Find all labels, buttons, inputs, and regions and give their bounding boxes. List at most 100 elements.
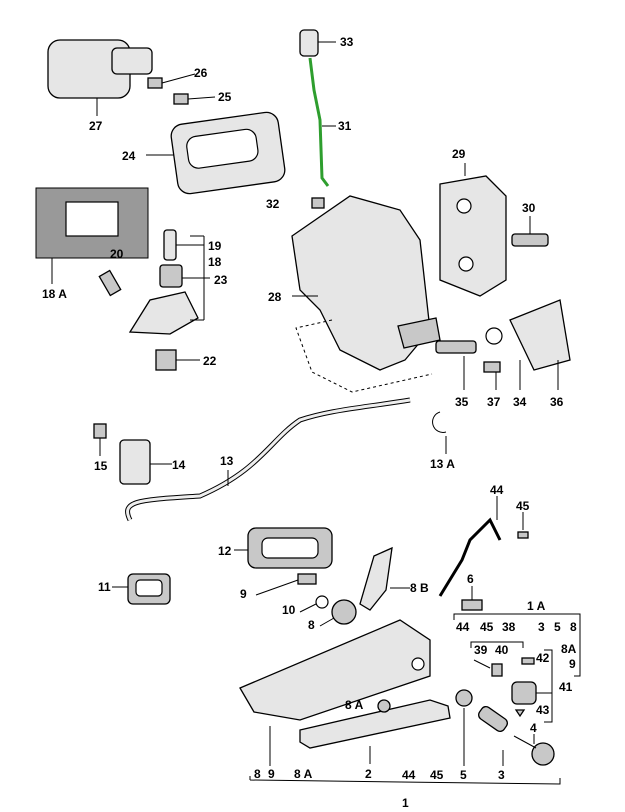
label-2: 2 bbox=[365, 767, 372, 781]
label-19: 19 bbox=[208, 239, 222, 253]
part-10-washer bbox=[299, 595, 329, 613]
part-8a-nut bbox=[377, 699, 391, 713]
label-18a: 18 A bbox=[42, 287, 67, 301]
label-25: 25 bbox=[218, 90, 232, 104]
label-8b: 8 B bbox=[410, 581, 429, 595]
label-4: 4 bbox=[530, 721, 537, 735]
label-1a: 1 A bbox=[527, 599, 546, 613]
part-18-lever bbox=[128, 291, 199, 335]
part-25-clip bbox=[173, 93, 216, 105]
label-9: 9 bbox=[240, 587, 247, 601]
label-1a-45: 45 bbox=[480, 620, 494, 634]
label-45-top: 45 bbox=[516, 499, 530, 513]
part-24-handle-bowl bbox=[146, 111, 286, 195]
label-1a-44: 44 bbox=[456, 620, 470, 634]
part-27-cover bbox=[47, 39, 153, 116]
label-12: 12 bbox=[218, 544, 232, 558]
part-18a-foam-pad bbox=[35, 187, 149, 284]
label-31: 31 bbox=[338, 119, 352, 133]
part-13a-clip bbox=[432, 411, 447, 454]
label-44-top: 44 bbox=[490, 483, 504, 497]
label-1-45: 45 bbox=[430, 768, 444, 782]
part-23-spring bbox=[159, 264, 210, 288]
part-33-knob bbox=[299, 29, 336, 57]
part-5-bezel bbox=[455, 689, 473, 766]
part-19-pin bbox=[163, 229, 204, 261]
label-41: 41 bbox=[559, 680, 573, 694]
label-1: 1 bbox=[402, 796, 409, 810]
label-42: 42 bbox=[536, 651, 550, 665]
part-44-linkage bbox=[438, 496, 502, 597]
label-43: 43 bbox=[536, 703, 550, 717]
label-18: 18 bbox=[208, 255, 222, 269]
part-6-screw bbox=[461, 586, 483, 611]
part-8b-lever bbox=[359, 546, 410, 611]
part-22-nut bbox=[155, 349, 200, 371]
part-34-ring bbox=[485, 327, 521, 390]
part-11-gasket bbox=[112, 573, 171, 605]
label-33: 33 bbox=[340, 35, 354, 49]
label-27: 27 bbox=[89, 119, 103, 133]
label-1a-5: 5 bbox=[554, 620, 561, 634]
part-45-clip bbox=[517, 512, 529, 539]
part-20-screw bbox=[98, 269, 122, 297]
label-3: 3 bbox=[498, 768, 505, 782]
part-42-spring bbox=[521, 657, 535, 665]
part-4-key bbox=[513, 734, 555, 766]
part-8-bushing bbox=[319, 599, 357, 627]
part-12-gasket bbox=[234, 527, 333, 569]
label-34: 34 bbox=[513, 395, 527, 409]
label-1a-38: 38 bbox=[502, 620, 516, 634]
part-39-key bbox=[473, 659, 503, 677]
label-15: 15 bbox=[94, 459, 108, 473]
part-43-pin bbox=[514, 709, 526, 718]
part-31-rod bbox=[308, 57, 336, 187]
label-1a-9: 9 bbox=[569, 657, 576, 671]
label-6: 6 bbox=[467, 572, 474, 586]
label-1a-8a: 8A bbox=[561, 642, 577, 656]
label-30: 30 bbox=[522, 201, 536, 215]
bracket-lines bbox=[190, 235, 581, 785]
part-13-cable bbox=[125, 397, 411, 522]
label-13a: 13 A bbox=[430, 457, 455, 471]
label-14: 14 bbox=[172, 458, 186, 472]
part-14-clip bbox=[119, 439, 172, 485]
part-41-housing bbox=[511, 681, 552, 705]
label-13: 13 bbox=[220, 454, 234, 468]
label-32: 32 bbox=[266, 197, 280, 211]
part-36-bracket bbox=[509, 299, 571, 390]
label-36: 36 bbox=[550, 395, 564, 409]
label-40: 40 bbox=[495, 643, 509, 657]
label-29: 29 bbox=[452, 147, 466, 161]
label-5: 5 bbox=[460, 768, 467, 782]
part-37-screw bbox=[483, 361, 501, 390]
part-28-lock-assembly bbox=[291, 195, 441, 371]
label-8a: 8 A bbox=[345, 698, 364, 712]
part-15-screw bbox=[93, 423, 107, 456]
label-39: 39 bbox=[474, 643, 488, 657]
label-1-8a: 8 A bbox=[294, 767, 313, 781]
label-37: 37 bbox=[487, 395, 501, 409]
label-23: 23 bbox=[214, 273, 228, 287]
label-26: 26 bbox=[194, 66, 208, 80]
label-22: 22 bbox=[203, 354, 217, 368]
part-2-handle bbox=[239, 619, 451, 766]
label-1-8: 8 bbox=[254, 767, 261, 781]
part-29-housing bbox=[439, 163, 507, 297]
part-35-bolt bbox=[435, 340, 477, 390]
label-10: 10 bbox=[282, 603, 296, 617]
label-35: 35 bbox=[455, 395, 469, 409]
part-30-screw bbox=[511, 216, 549, 247]
label-24: 24 bbox=[122, 149, 136, 163]
label-1a-8: 8 bbox=[570, 620, 577, 634]
part-26-screw bbox=[147, 73, 196, 89]
part-32-screw bbox=[311, 197, 325, 209]
label-1-44: 44 bbox=[402, 768, 416, 782]
part-3-cylinder bbox=[478, 705, 508, 766]
label-1-9: 9 bbox=[268, 767, 275, 781]
label-28: 28 bbox=[268, 290, 282, 304]
label-11: 11 bbox=[98, 580, 111, 594]
label-20: 20 bbox=[110, 247, 124, 261]
part-9-screw bbox=[255, 573, 317, 596]
